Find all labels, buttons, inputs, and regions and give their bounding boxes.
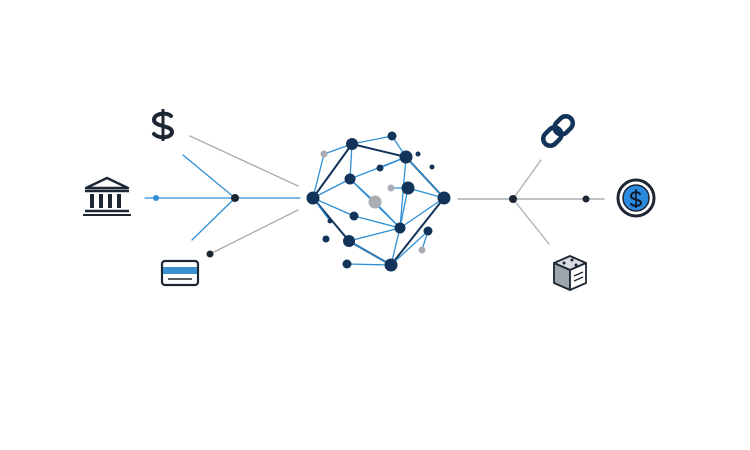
chain-link-icon [540, 113, 576, 149]
cube-box-icon [553, 255, 587, 291]
right-junction-dot [509, 195, 517, 203]
bank-building-icon [83, 176, 131, 216]
dollar-coin-icon [616, 178, 656, 218]
right-connectors [457, 159, 605, 245]
network-mesh-icon [306, 131, 451, 272]
left-connectors [144, 135, 301, 258]
dollar-sign-icon [151, 109, 175, 141]
credit-card-icon [160, 259, 200, 287]
left-junction-dot [231, 194, 239, 202]
